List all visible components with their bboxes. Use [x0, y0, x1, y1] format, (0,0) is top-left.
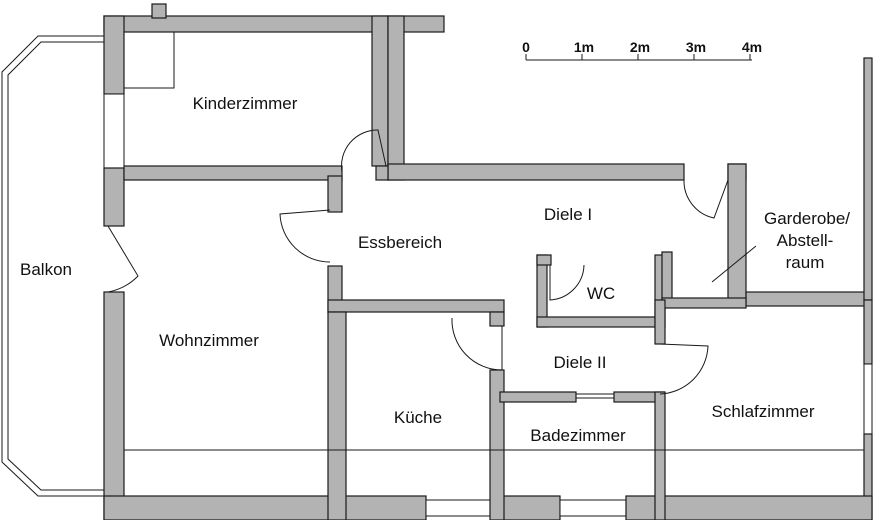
- room-label-wc: WC: [587, 284, 615, 303]
- scale-tick-0: 0: [522, 39, 530, 55]
- room-label-garderobe-2: Abstell-: [777, 231, 834, 250]
- room-label-diele-1: Diele I: [544, 205, 592, 224]
- exterior-walls: [103, 3, 873, 520]
- scale-tick-4m: 4m: [742, 39, 762, 55]
- balcony-outline: [1, 35, 104, 497]
- scale-tick-2m: 2m: [630, 39, 650, 55]
- room-label-diele-2: Diele II: [554, 353, 607, 372]
- room-label-badezimmer: Badezimmer: [530, 426, 626, 445]
- scale-bar: 0 1m 2m 3m 4m: [522, 39, 762, 61]
- room-label-balkon: Balkon: [20, 260, 72, 279]
- scale-tick-1m: 1m: [574, 39, 594, 55]
- door-swings: [107, 129, 757, 399]
- room-label-garderobe-1: Garderobe/: [764, 209, 850, 228]
- room-label-wohnzimmer: Wohnzimmer: [159, 331, 259, 350]
- room-label-kueche: Küche: [394, 408, 442, 427]
- room-label-garderobe-3: raum: [786, 253, 825, 272]
- room-label-schlafzimmer: Schlafzimmer: [712, 402, 815, 421]
- room-label-essbereich: Essbereich: [358, 233, 442, 252]
- room-label-kinderzimmer: Kinderzimmer: [193, 94, 298, 113]
- scale-tick-3m: 3m: [686, 39, 706, 55]
